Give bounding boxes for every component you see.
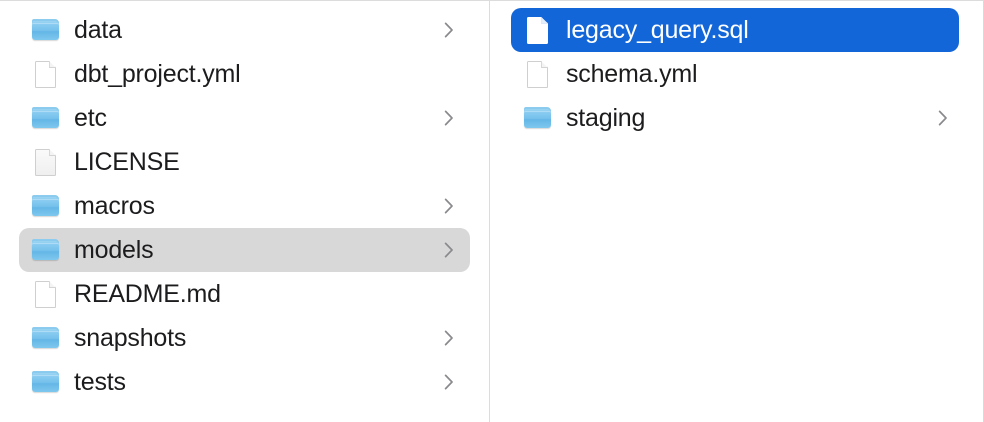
chevron-right-icon: [938, 110, 948, 126]
item-label: README.md: [74, 280, 221, 308]
item-label: tests: [74, 368, 126, 396]
item-label: legacy_query.sql: [566, 16, 749, 44]
chevron-right-icon: [444, 110, 454, 126]
item-label: dbt_project.yml: [74, 60, 241, 88]
folder-row[interactable]: macros: [19, 184, 470, 228]
item-label: snapshots: [74, 324, 187, 352]
item-label: staging: [566, 104, 646, 132]
folder-icon: [31, 191, 61, 221]
folder-icon: [31, 15, 61, 45]
folder-row[interactable]: tests: [19, 360, 470, 404]
folder-row[interactable]: models: [19, 228, 470, 272]
document-icon: [523, 15, 553, 45]
file-row[interactable]: legacy_query.sql: [511, 8, 959, 52]
folder-row[interactable]: staging: [511, 96, 959, 140]
folder-icon: [523, 103, 553, 133]
chevron-right-icon: [444, 22, 454, 38]
chevron-right-icon: [444, 330, 454, 346]
folder-row[interactable]: data: [19, 8, 470, 52]
chevron-right-icon: [444, 198, 454, 214]
column-child: legacy_query.sql schema.yml staging: [490, 1, 983, 422]
folder-row[interactable]: etc: [19, 96, 470, 140]
file-row[interactable]: README.md: [19, 272, 470, 316]
item-label: macros: [74, 192, 155, 220]
item-label: models: [74, 236, 154, 264]
folder-icon: [31, 235, 61, 265]
folder-icon: [31, 323, 61, 353]
document-icon: [31, 147, 61, 177]
document-icon: [523, 59, 553, 89]
folder-icon: [31, 367, 61, 397]
document-icon: [31, 279, 61, 309]
folder-icon: [31, 103, 61, 133]
item-label: LICENSE: [74, 148, 180, 176]
item-label: data: [74, 16, 122, 44]
chevron-right-icon: [444, 374, 454, 390]
file-row[interactable]: schema.yml: [511, 52, 959, 96]
document-icon: [31, 59, 61, 89]
file-row[interactable]: dbt_project.yml: [19, 52, 470, 96]
folder-row[interactable]: snapshots: [19, 316, 470, 360]
file-row[interactable]: LICENSE: [19, 140, 470, 184]
item-label: etc: [74, 104, 107, 132]
item-label: schema.yml: [566, 60, 698, 88]
chevron-right-icon: [444, 242, 454, 258]
